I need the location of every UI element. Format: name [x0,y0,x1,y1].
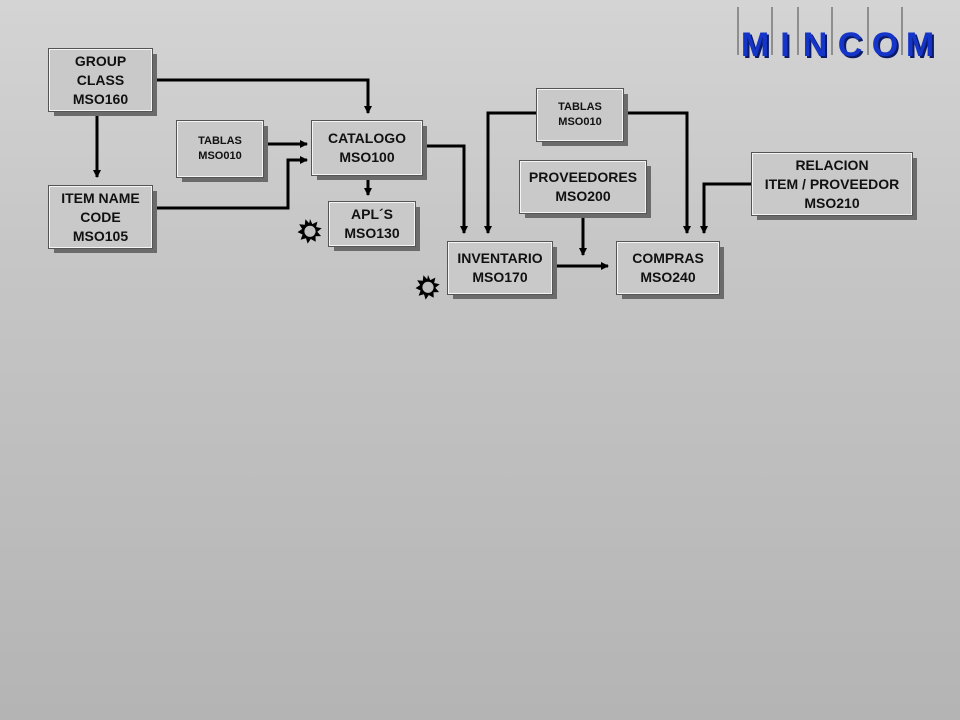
logo-letter: N [803,26,828,63]
box-line: INVENTARIO [457,250,543,266]
connector-relacion-to-compras [700,182,752,234]
logo-letter: O [872,26,898,63]
connector-tablas-top-to-compras [625,111,691,234]
connector-group-class-to-catalogo [152,78,372,114]
box-line: TABLAS [198,135,242,147]
item-name-box: ITEM NAME CODE MSO105 [48,185,153,249]
box-line: PROVEEDORES [528,169,638,185]
catalogo-box: CATALOGO MSO100 [311,120,423,176]
connector-catalogo-to-inventario [425,144,468,234]
box-line: MSO130 [344,225,400,241]
box-line: MSO170 [472,269,528,285]
burst-icon [415,275,440,300]
box-line: CLASS [76,71,125,88]
proveedores-box: PROVEEDORES MSO200 [519,160,647,214]
tablas-left-box: TABLAS MSO010 [176,120,264,178]
box-line: ITEM NAME [61,189,140,206]
box-line: MSO105 [72,227,129,244]
box-line: RELACION [795,156,869,173]
box-line: GROUP [74,52,127,69]
box-line: CATALOGO [327,130,407,146]
burst-icon [297,219,322,244]
connector-item-name-to-catalogo [155,156,308,210]
apls-box: APL´S MSO130 [328,201,416,247]
connector-tablas-top-to-inventario [484,111,537,234]
group-class-box: GROUP CLASS MSO160 [48,48,153,112]
mincom-logo: M I N C O M M I N C O M [737,7,936,63]
box-line: TABLAS [558,101,602,113]
logo-letter: C [840,28,865,63]
box-line: COMPRAS [632,250,704,266]
compras-box: COMPRAS MSO240 [616,241,720,295]
box-line: MSO160 [72,90,129,107]
box-line: APL´S [351,206,393,222]
logo-letter: M [906,26,934,63]
box-line: MSO010 [198,150,242,162]
logo-letter: M [741,26,769,63]
logo-letter: I [780,26,789,63]
relacion-box: RELACION ITEM / PROVEEDOR MSO210 [751,152,913,216]
logo-letter: I [782,28,791,63]
box-line: MSO210 [804,194,860,211]
inventario-box: INVENTARIO MSO170 [447,241,553,295]
logo-letter: C [838,26,863,63]
box-line: ITEM / PROVEEDOR [764,175,900,192]
logo-letter: O [874,28,900,63]
box-line: CODE [80,208,121,225]
logo-letter: M [908,28,936,63]
tablas-top-box: TABLAS MSO010 [536,88,624,142]
box-line: MSO010 [558,116,602,128]
box-line: MSO200 [555,188,611,204]
logo-letter: M [743,28,771,63]
logo-letter: N [805,28,830,63]
box-line: MSO100 [339,149,395,165]
box-line: MSO240 [640,269,696,285]
